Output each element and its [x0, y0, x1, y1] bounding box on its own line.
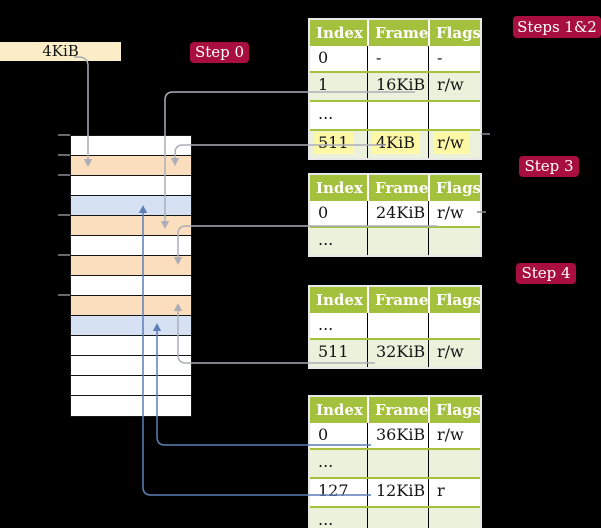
- memory-frame-row-free: [71, 376, 191, 396]
- table-cell: r/w: [428, 340, 480, 367]
- table-cell: 24KiB: [367, 201, 428, 226]
- table-row: ...: [310, 100, 480, 129]
- table-cell: [428, 313, 480, 338]
- badge-step-4: Step 4: [516, 263, 576, 284]
- table-cell: 511: [318, 342, 349, 361]
- column-header: Frame: [367, 20, 428, 46]
- table-cell: ...: [318, 452, 334, 471]
- table-cell: ...: [318, 104, 334, 123]
- table-cell: [367, 228, 428, 255]
- memory-frame-row-free: [71, 176, 191, 196]
- table-cell: 12KiB: [367, 479, 428, 506]
- table-cell: 127: [318, 481, 349, 500]
- table-cell: r: [428, 479, 480, 506]
- highlighted-value: 4KiB: [372, 132, 421, 154]
- memory-frame-row-free: [71, 336, 191, 356]
- table-cell: ...: [318, 230, 334, 249]
- badge-steps-1-2: Steps 1&2: [513, 16, 601, 38]
- table-cell: r/w: [428, 73, 480, 100]
- memory-frame-row-free: [71, 236, 191, 256]
- table-row: ...: [310, 448, 480, 477]
- column-header: Frame: [367, 287, 428, 313]
- memory-frame-row-free: [71, 276, 191, 296]
- table-cell: 0: [318, 425, 329, 444]
- table-cell: -: [367, 46, 428, 71]
- table-cell: [428, 450, 480, 477]
- column-header: Index: [316, 179, 363, 197]
- column-header: Index: [316, 24, 363, 42]
- table-cell: -: [428, 46, 480, 71]
- table-cell: [367, 508, 428, 528]
- table-cell: [428, 508, 480, 528]
- table-cell: [367, 313, 428, 338]
- table-cell: r/w: [428, 131, 480, 158]
- table-cell: 0: [318, 48, 329, 67]
- table-cell: 16KiB: [367, 73, 428, 100]
- memory-frame-row-free: [71, 356, 191, 376]
- table-cell: r/w: [428, 201, 480, 226]
- badge-step-0: Step 0: [190, 42, 249, 63]
- memory-frame-row-page-table: [71, 296, 191, 316]
- table-cell: [428, 102, 480, 129]
- table-cell: 36KiB: [367, 423, 428, 448]
- column-header: Index: [316, 291, 363, 309]
- table-cell: 32KiB: [367, 340, 428, 367]
- cr3-register-box: 4KiB: [0, 42, 121, 61]
- table-cell: ...: [318, 315, 334, 334]
- memory-frame-row-page-table: [71, 156, 191, 176]
- memory-frame-row-page-table: [71, 256, 191, 276]
- table-row: ...: [310, 506, 480, 528]
- table-cell: [367, 450, 428, 477]
- table-row: ...: [310, 313, 480, 338]
- table-cell: ...: [318, 510, 334, 528]
- column-header: Flags: [428, 20, 480, 46]
- table-cell: 511: [310, 131, 367, 158]
- table-cell: 1: [318, 75, 329, 94]
- column-header: Flags: [428, 175, 480, 201]
- highlighted-value: 511: [314, 132, 354, 154]
- column-header: Frame: [367, 397, 428, 423]
- memory-frame-row-free: [71, 396, 191, 416]
- table-cell: [367, 102, 428, 129]
- column-header: Flags: [428, 397, 480, 423]
- table-row: 0 --: [310, 46, 480, 71]
- column-header: Index: [316, 401, 363, 419]
- highlighted-value: r/w: [433, 132, 469, 154]
- column-header: Frame: [367, 175, 428, 201]
- memory-frame-row-mapped: [71, 196, 191, 216]
- table-cell: 0: [318, 203, 329, 222]
- badge-step-3: Step 3: [519, 156, 579, 177]
- cr3-register-label: 4KiB: [42, 42, 79, 60]
- physical-memory-column: [70, 135, 192, 417]
- memory-frame-row-free: [71, 136, 191, 156]
- table-row: ...: [310, 226, 480, 255]
- table-row: 511 4KiB r/w: [310, 129, 480, 158]
- table-cell: [428, 228, 480, 255]
- table-cell: r/w: [428, 423, 480, 448]
- memory-frame-row-page-table: [71, 216, 191, 236]
- table-cell: 4KiB: [367, 131, 428, 158]
- memory-frame-row-mapped: [71, 316, 191, 336]
- column-header: Flags: [428, 287, 480, 313]
